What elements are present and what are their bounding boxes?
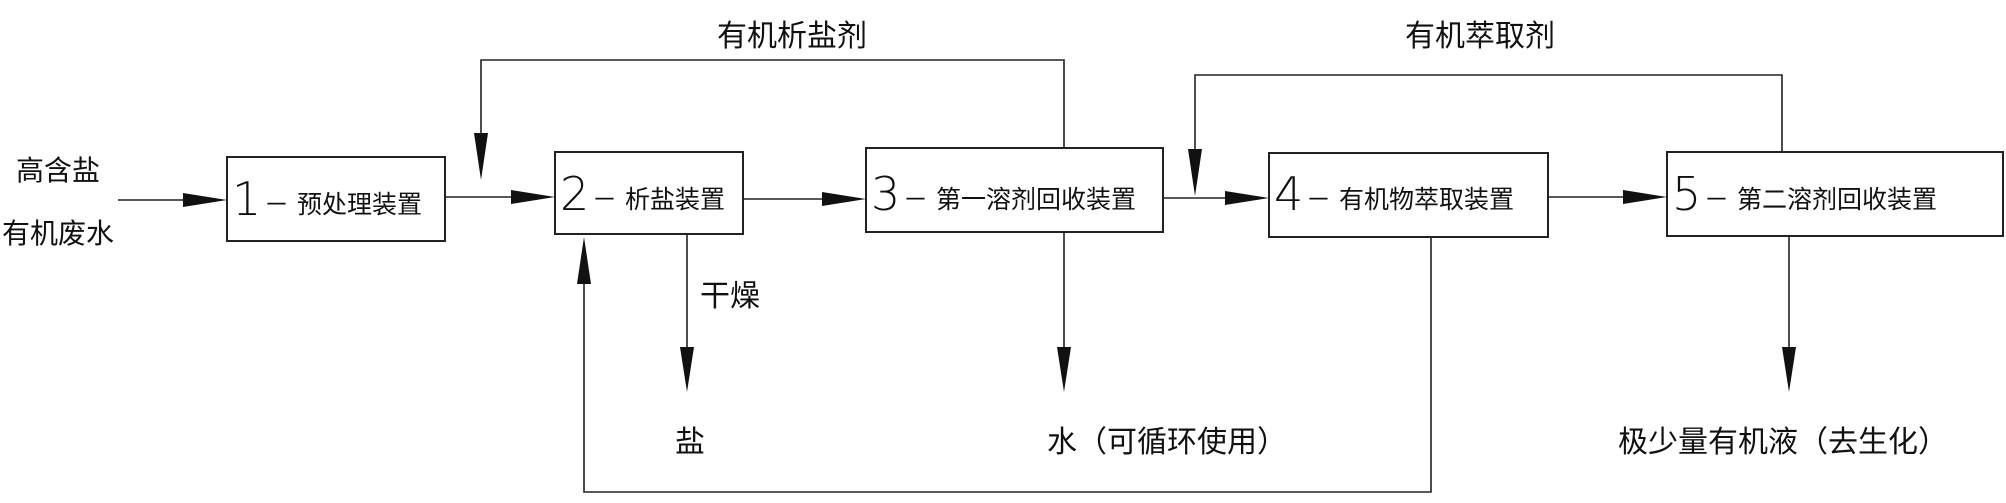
box-2-label: － 析盐装置 xyxy=(592,185,725,214)
box-second-solvent-recovery: 5 － 第二溶剂回收装置 xyxy=(1666,151,2004,237)
box-3-number: 3 xyxy=(871,167,900,221)
recycle-extraction-agent-label: 有机萃取剂 xyxy=(1405,19,1555,54)
arrow-5-to-organic-liquid xyxy=(1782,236,1796,392)
input-label-line1: 高含盐 xyxy=(16,154,100,187)
box-salting-out: 2 － 析盐装置 xyxy=(554,151,744,235)
box-5-number: 5 xyxy=(1672,167,1701,221)
box-4-label: － 有机物萃取装置 xyxy=(1306,185,1514,214)
box-1-number: 1 xyxy=(232,172,261,226)
input-label-line2: 有机废水 xyxy=(2,217,114,250)
box-1-label: － 预处理装置 xyxy=(264,190,422,219)
arrow-4-to-5 xyxy=(1548,190,1667,204)
arrow-2-to-3 xyxy=(743,192,866,206)
box-organic-extraction: 4 － 有机物萃取装置 xyxy=(1268,152,1549,238)
dry-label: 干燥 xyxy=(700,279,760,314)
output-salt: 盐 xyxy=(675,425,705,460)
arrow-3-to-4 xyxy=(1163,191,1269,205)
output-organic-liquid: 极少量有机液（去生化） xyxy=(1618,425,1948,460)
recycle-bottom-loop xyxy=(577,237,1432,493)
box-4-number: 4 xyxy=(1274,167,1303,221)
arrow-3-to-water xyxy=(1057,232,1071,392)
recycle-salting-agent-loop xyxy=(474,59,1065,180)
recycle-extraction-agent-loop xyxy=(1188,74,1783,196)
output-water: 水（可循环使用） xyxy=(1047,425,1287,460)
arrow-input-to-1 xyxy=(118,193,227,207)
box-3-label: － 第一溶剂回收装置 xyxy=(903,185,1136,214)
recycle-salting-agent-label: 有机析盐剂 xyxy=(717,19,867,54)
arrow-2-to-salt xyxy=(680,234,694,392)
box-first-solvent-recovery: 3 － 第一溶剂回收装置 xyxy=(865,147,1164,233)
box-5-label: － 第二溶剂回收装置 xyxy=(1704,185,1937,214)
arrow-1-to-2 xyxy=(445,190,555,204)
box-2-number: 2 xyxy=(560,167,589,221)
box-pretreatment: 1 － 预处理装置 xyxy=(226,156,446,242)
